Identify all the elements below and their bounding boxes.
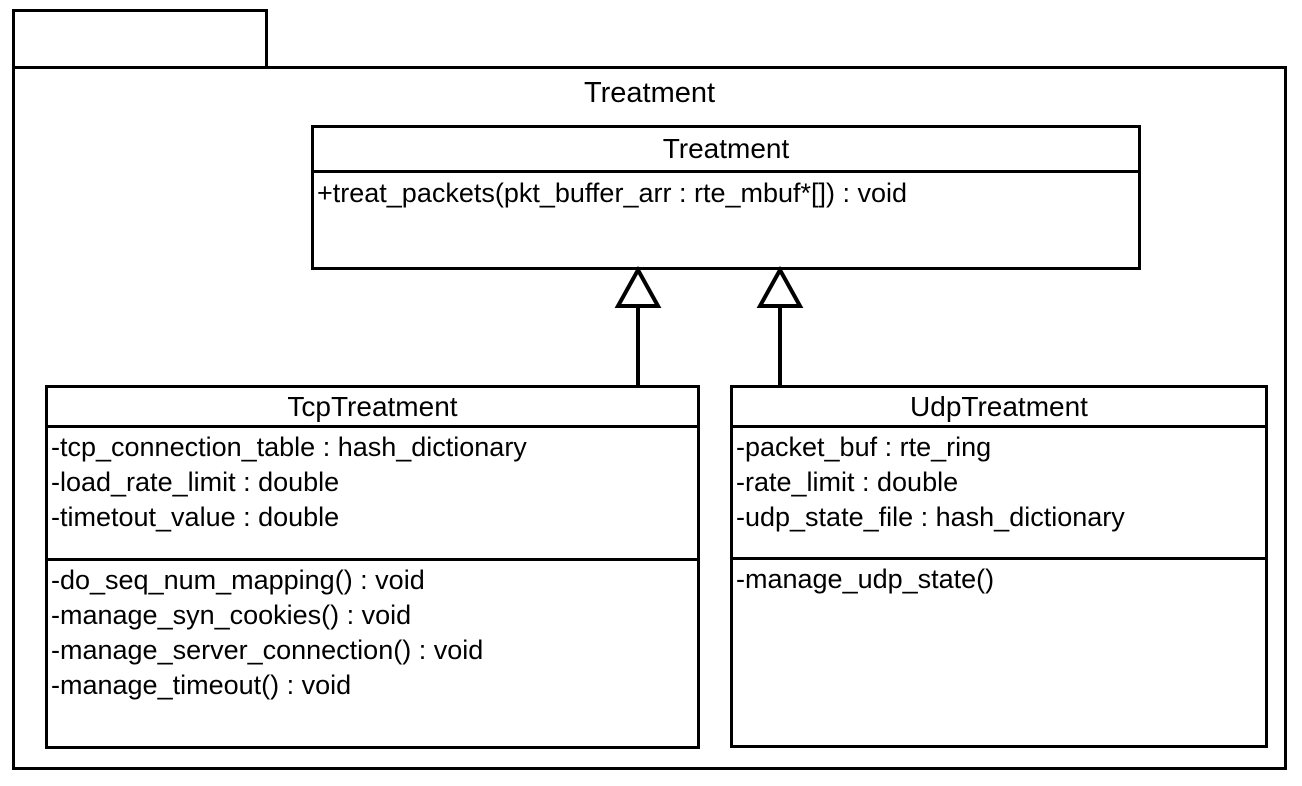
package-tab — [12, 9, 268, 66]
class-box-tcptreatment[interactable]: TcpTreatment -tcp_connection_table : has… — [45, 385, 700, 749]
operation-item: -manage_syn_cookies() : void — [51, 600, 412, 630]
class-operations-tcptreatment: -do_seq_num_mapping() : void -manage_syn… — [48, 558, 697, 746]
class-name-treatment: Treatment — [662, 133, 790, 164]
operation-item: -manage_server_connection() : void — [51, 635, 484, 665]
class-name-udptreatment: UdpTreatment — [910, 390, 1088, 422]
attribute-item: -packet_buf : rte_ring — [736, 432, 992, 462]
operation-item: +treat_packets(pkt_buffer_arr : rte_mbuf… — [317, 178, 908, 208]
class-name-tcptreatment: TcpTreatment — [287, 390, 458, 422]
package-title: Treatment — [583, 77, 716, 109]
attribute-item: -load_rate_limit : double — [51, 467, 340, 497]
attribute-item: -rate_limit : double — [736, 467, 959, 497]
class-box-treatment[interactable]: Treatment +treat_packets(pkt_buffer_arr … — [311, 125, 1141, 270]
class-operations-udptreatment: -manage_udp_state() — [733, 557, 1265, 745]
attribute-item: -timetout_value : double — [51, 502, 340, 532]
class-attributes-tcptreatment: -tcp_connection_table : hash_dictionary … — [48, 425, 697, 558]
attribute-item: -udp_state_file : hash_dictionary — [736, 502, 1125, 532]
operation-item: -manage_udp_state() — [736, 564, 995, 594]
operation-item: -do_seq_num_mapping() : void — [51, 565, 425, 595]
attribute-item: -tcp_connection_table : hash_dictionary — [51, 432, 527, 462]
class-attributes-udptreatment: -packet_buf : rte_ring -rate_limit : dou… — [733, 425, 1265, 557]
class-box-udptreatment[interactable]: UdpTreatment -packet_buf : rte_ring -rat… — [730, 385, 1268, 748]
operation-item: -manage_timeout() : void — [51, 670, 352, 700]
class-operations-treatment: +treat_packets(pkt_buffer_arr : rte_mbuf… — [314, 170, 1138, 267]
